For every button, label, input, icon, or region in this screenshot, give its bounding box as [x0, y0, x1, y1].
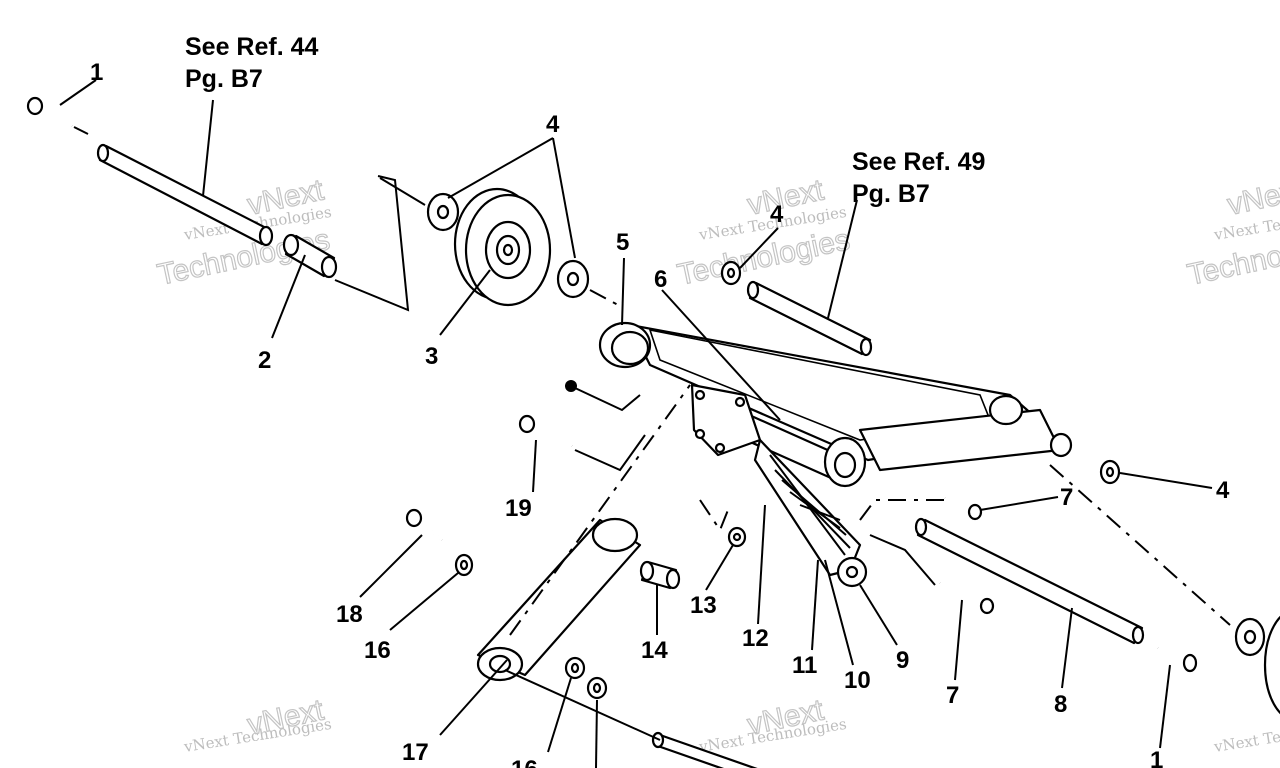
callout-number: 9 [896, 647, 909, 674]
leader-lines [59, 79, 1213, 768]
reference-text: See Ref. 44 [185, 33, 319, 61]
centerline [509, 384, 691, 636]
bolt-part [518, 414, 573, 448]
callout-number: 17 [402, 739, 429, 766]
idler-wheel-part [453, 187, 552, 307]
leader-bracket [379, 177, 426, 206]
callout-number: 5 [616, 229, 629, 256]
callout-number: 14 [641, 637, 668, 664]
nut-part [727, 526, 747, 548]
mount-plate-part [690, 383, 762, 457]
reference-text: Pg. B7 [185, 65, 263, 93]
callout-number: 7 [946, 682, 959, 709]
callout-number: 3 [425, 343, 438, 370]
shock-absorber-part [753, 438, 868, 588]
bolt-part [405, 508, 443, 542]
callout-number: 4 [1216, 477, 1230, 504]
callout-number: 16 [364, 637, 391, 664]
callout-number: 10 [844, 667, 871, 694]
reference-text: Pg. B7 [852, 180, 930, 208]
leader-line [574, 434, 646, 472]
bolt-part [939, 581, 995, 615]
bolt-part [944, 496, 983, 521]
bolt-part [26, 96, 89, 135]
centerline [859, 499, 950, 521]
washer-part [564, 656, 586, 680]
washer-part [1099, 459, 1121, 485]
shaft-part [96, 143, 274, 247]
callout-number: 1 [1150, 747, 1163, 768]
leader-line [574, 387, 641, 412]
leader-bracket [334, 175, 410, 312]
callout-number: 1 [90, 59, 103, 86]
callout-number: 19 [505, 495, 532, 522]
washer-part [426, 192, 460, 232]
callout-number: 11 [792, 652, 817, 679]
callout-number: 2 [258, 347, 271, 374]
link-arm-part [476, 517, 642, 682]
washer-part [454, 553, 474, 577]
watermark-text: vNext [1225, 173, 1280, 221]
shaft-part [651, 731, 758, 768]
callout-number: 18 [336, 601, 363, 628]
spacer-part [639, 560, 681, 590]
shaft-part [914, 517, 1145, 645]
callout-number: 16 [511, 756, 538, 768]
nut-part [565, 380, 577, 392]
callout-number: 4 [546, 111, 560, 138]
rail-frame-part [598, 321, 1073, 472]
centerline [1049, 464, 1231, 626]
centerline [589, 289, 621, 307]
washer-part [586, 676, 608, 700]
reference-text: See Ref. 49 [852, 148, 985, 176]
leader-line [504, 669, 661, 741]
shaft-part [746, 280, 873, 357]
bolt-part [1157, 646, 1198, 673]
callout-number: 4 [770, 201, 784, 228]
watermark-text: vNext Technologies [1212, 715, 1280, 756]
bushing-part [282, 233, 338, 279]
callout-number: 12 [742, 625, 769, 652]
callout-number: 7 [1060, 484, 1073, 511]
leader-line [869, 534, 936, 586]
centerline [699, 499, 731, 533]
washer-part [556, 259, 590, 299]
callout-number: 8 [1054, 691, 1067, 718]
callout-number: 13 [690, 592, 717, 619]
washer-part [720, 260, 742, 286]
callout-number: 6 [654, 266, 667, 293]
idler-wheel-part [1234, 615, 1280, 715]
